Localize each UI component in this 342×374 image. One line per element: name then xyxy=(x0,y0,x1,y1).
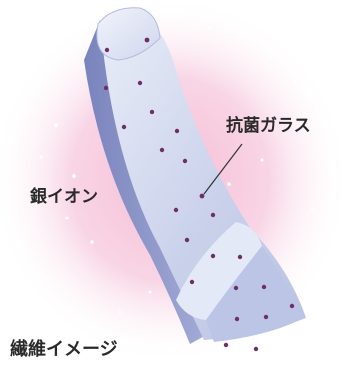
glass-particle xyxy=(185,238,189,242)
glass-particle xyxy=(105,48,109,52)
fiber-image-caption: 繊維イメージ xyxy=(10,341,118,359)
glass-particle xyxy=(174,208,178,212)
glass-particle xyxy=(183,159,187,163)
glass-particle xyxy=(234,286,238,290)
sparkle xyxy=(148,290,151,293)
sparkle xyxy=(293,80,296,83)
glass-particle xyxy=(175,129,179,133)
glass-particle xyxy=(145,38,150,43)
sparkle xyxy=(311,209,314,212)
glass-particle xyxy=(150,110,154,114)
glass-particle xyxy=(211,254,215,258)
sparkle xyxy=(66,217,69,220)
glass-particle xyxy=(200,194,205,199)
sparkle xyxy=(269,57,272,60)
glass-particle xyxy=(262,285,266,289)
sparkle xyxy=(209,27,212,30)
glass-particle xyxy=(104,86,108,90)
sparkle xyxy=(54,123,58,127)
glass-particle xyxy=(264,315,268,319)
glass-particle xyxy=(190,280,194,284)
glass-particle xyxy=(238,255,242,259)
sparkle xyxy=(227,182,231,186)
glass-particle xyxy=(254,347,258,351)
sparkle xyxy=(260,158,263,161)
glass-particle xyxy=(290,304,294,308)
sparkle xyxy=(119,311,122,314)
sparkle xyxy=(39,155,42,158)
glass-particle xyxy=(211,213,215,217)
silver-ion-label: 銀イオン xyxy=(30,189,98,206)
sparkle xyxy=(90,240,94,244)
sparkle xyxy=(72,174,76,178)
antibacterial-glass-label: 抗菌ガラス xyxy=(226,118,311,135)
glass-particle xyxy=(224,343,228,347)
glass-particle xyxy=(160,148,164,152)
glass-particle xyxy=(235,317,239,321)
glass-particle xyxy=(122,125,126,129)
glass-particle xyxy=(138,81,142,85)
